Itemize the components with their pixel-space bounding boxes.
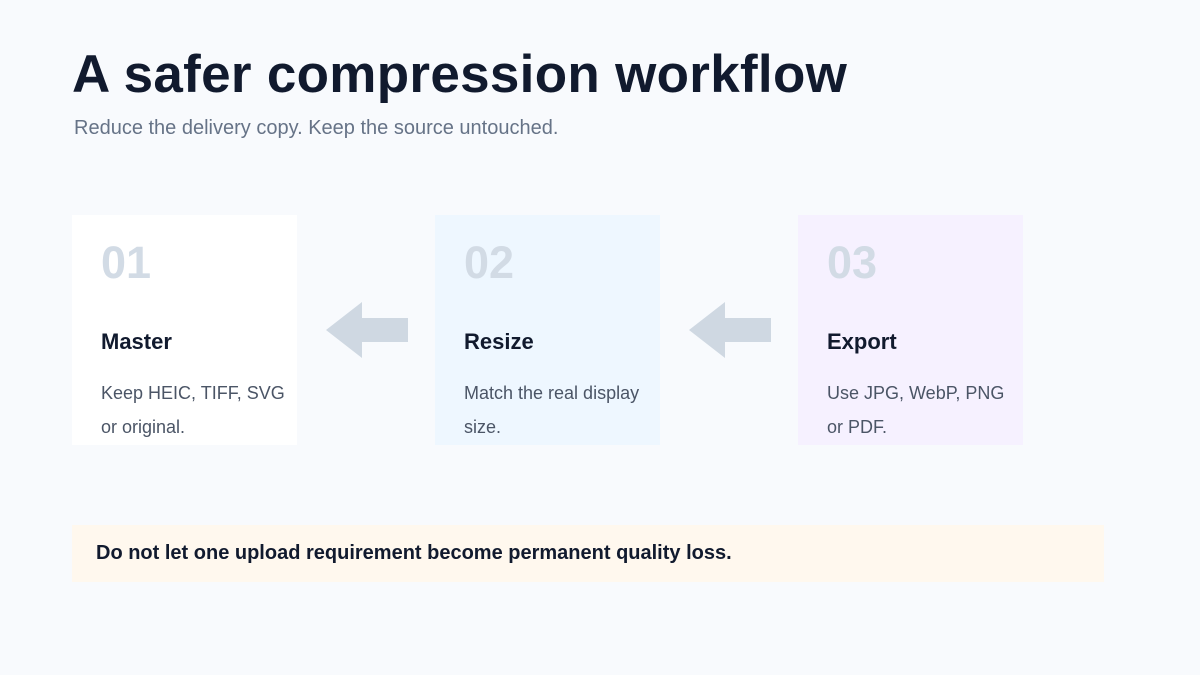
step-card-resize: 02 Resize Match the real display size.	[435, 215, 660, 445]
arrow-left-shape	[689, 302, 771, 358]
step-number: 02	[464, 237, 515, 288]
step-card-master: 01 Master Keep HEIC, TIFF, SVG or origin…	[72, 215, 297, 445]
step-title: Resize	[464, 329, 534, 354]
step-description: Keep HEIC, TIFF, SVG or original.	[101, 383, 285, 437]
step-title: Master	[101, 329, 172, 354]
step-number: 01	[101, 237, 152, 288]
step-card-export: 03 Export Use JPG, WebP, PNG or PDF.	[798, 215, 1023, 445]
page-subtitle: Reduce the delivery copy. Keep the sourc…	[74, 117, 559, 139]
warning-note: Do not let one upload requirement become…	[72, 525, 1104, 582]
step-description: Use JPG, WebP, PNG or PDF.	[827, 383, 1005, 437]
arrow-left-icon	[689, 302, 771, 358]
arrow-left-icon	[326, 302, 408, 358]
step-title: Export	[827, 329, 897, 354]
page-title: A safer compression workflow	[72, 45, 848, 104]
step-number: 03	[827, 237, 878, 288]
arrow-left-shape	[326, 302, 408, 358]
step-description: Match the real display size.	[464, 383, 640, 437]
